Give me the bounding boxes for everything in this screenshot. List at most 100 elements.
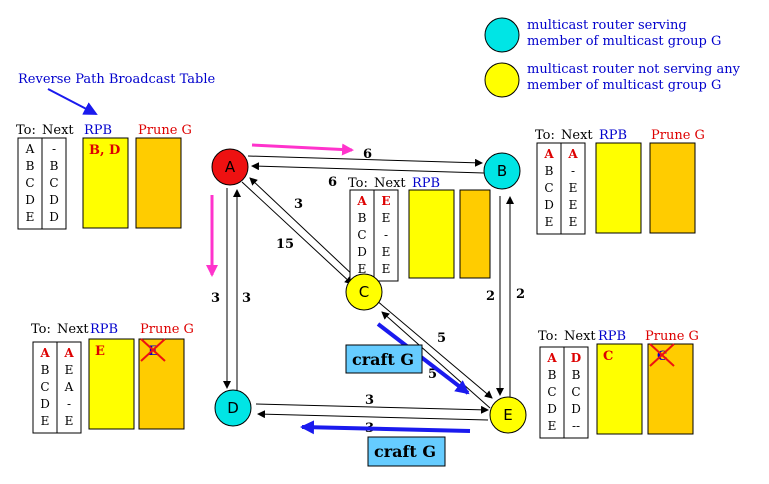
node-c[interactable]: C xyxy=(345,273,383,311)
table-cell-to: A xyxy=(356,194,367,208)
table-cell-to: B xyxy=(548,368,557,382)
table-header-prune: Prune G xyxy=(645,329,699,344)
table-cell-next: E xyxy=(65,363,74,377)
craft-label-2: craft G xyxy=(374,442,436,461)
table-cell-next: D xyxy=(571,402,581,416)
table-header-to: To: xyxy=(538,329,558,344)
table-header-next: Next xyxy=(374,176,406,191)
table-header-to: To: xyxy=(16,123,36,138)
craft-label-1: craft G xyxy=(352,350,414,369)
craft-arrow-ed xyxy=(300,420,471,435)
table-cell-next: E xyxy=(569,181,578,195)
craft-label-box-2 xyxy=(367,436,446,467)
legend-not-serving-icon xyxy=(484,62,520,98)
weight-be-right: 2 xyxy=(516,287,525,302)
table-header-rpb: RPB xyxy=(84,123,112,138)
rpb-table-annotation: Reverse Path Broadcast Table xyxy=(18,72,215,87)
table-cell-next: - xyxy=(384,228,388,242)
table-cell-next: D xyxy=(571,351,581,365)
annotation-arrow xyxy=(47,88,98,115)
node-b-label: B xyxy=(497,162,507,180)
table-cell-next: C xyxy=(49,176,58,190)
weight-ce-lower: 5 xyxy=(428,367,437,382)
table-prune-value: E xyxy=(148,344,158,359)
table-cell-next: C xyxy=(571,385,580,399)
table-rpb-box xyxy=(408,189,455,279)
weight-ad-right: 3 xyxy=(242,291,251,306)
table-cell-to: D xyxy=(544,198,554,212)
table-cell-next: D xyxy=(49,210,59,224)
legend-serving-line1: multicast router serving xyxy=(527,18,687,33)
table-cell-next: - xyxy=(571,164,575,178)
weight-ab-bottom: 6 xyxy=(328,175,337,190)
node-b[interactable]: B xyxy=(483,152,521,190)
weight-ab-top: 6 xyxy=(363,147,372,162)
table-col-next xyxy=(373,189,399,282)
node-d[interactable]: D xyxy=(214,389,252,427)
table-cell-next: A xyxy=(63,346,74,360)
table-prune-box xyxy=(135,137,182,229)
table-cell-next: E xyxy=(382,245,391,259)
table-prune-box xyxy=(138,338,185,430)
table-col-next xyxy=(560,142,586,235)
craft-label-box-1 xyxy=(345,344,423,374)
table-cell-next: E xyxy=(569,198,578,212)
table-col-to xyxy=(536,142,562,235)
table-cell-to: C xyxy=(544,181,553,195)
table-cell-next: E xyxy=(382,262,391,276)
weight-be-left: 2 xyxy=(486,289,495,304)
weight-ac-upper: 3 xyxy=(294,197,303,212)
table-prune-box xyxy=(649,142,696,234)
table-header-next: Next xyxy=(564,329,596,344)
table-cell-to: A xyxy=(546,351,557,365)
table-cell-to: E xyxy=(548,419,557,433)
table-rpb-box xyxy=(595,142,642,234)
table-cell-to: D xyxy=(357,245,367,259)
table-rpb-value: E xyxy=(95,344,105,359)
weight-ad-left: 3 xyxy=(211,291,220,306)
table-cell-next: - xyxy=(67,397,71,411)
prune-cross-mark xyxy=(140,338,166,362)
table-cell-to: A xyxy=(543,147,554,161)
table-prune-box xyxy=(459,189,491,279)
prune-cross-mark xyxy=(649,343,675,367)
weight-ac-lower: 15 xyxy=(276,237,294,252)
table-rpb-value: B, D xyxy=(89,143,120,158)
table-prune-box xyxy=(647,343,694,435)
table-cell-to: E xyxy=(545,215,554,229)
node-e[interactable]: E xyxy=(489,396,527,434)
table-header-rpb: RPB xyxy=(598,329,626,344)
node-a[interactable]: A xyxy=(211,148,249,186)
node-e-label: E xyxy=(503,406,512,424)
node-c-label: C xyxy=(359,283,369,301)
legend-serving-line2: member of multicast group G xyxy=(527,34,721,49)
weight-de-top: 3 xyxy=(365,393,374,408)
node-d-label: D xyxy=(227,399,239,417)
table-header-prune: Prune G xyxy=(138,123,192,138)
edges xyxy=(223,155,514,421)
table-rpb-value: C xyxy=(603,349,613,364)
table-cell-next: E xyxy=(381,194,390,208)
table-cell-to: A xyxy=(25,142,35,156)
table-cell-next: - xyxy=(52,142,56,156)
table-cell-to: D xyxy=(547,402,557,416)
table-cell-to: C xyxy=(357,228,366,242)
table-header-to: To: xyxy=(348,176,368,191)
table-cell-to: D xyxy=(40,397,50,411)
table-cell-to: C xyxy=(40,380,49,394)
legend-not-serving-line1: multicast router not serving any xyxy=(527,62,741,77)
table-rpb-box xyxy=(82,137,129,229)
table-header-rpb: RPB xyxy=(599,128,627,143)
table-rpb-box xyxy=(88,338,135,430)
node-a-label: A xyxy=(225,158,236,176)
table-header-to: To: xyxy=(535,128,555,143)
table-cell-next: E xyxy=(65,414,74,428)
table-cell-to: C xyxy=(25,176,34,190)
table-col-next xyxy=(41,137,67,230)
table-cell-next: A xyxy=(64,380,74,394)
table-cell-next: D xyxy=(49,193,59,207)
